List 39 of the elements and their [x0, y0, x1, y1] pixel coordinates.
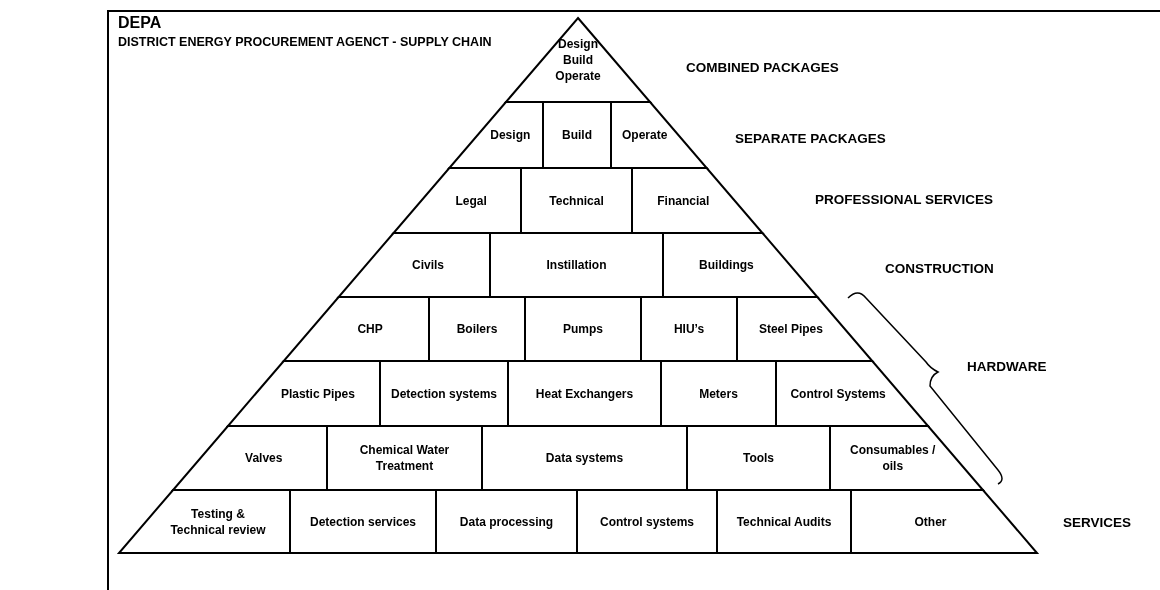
cell-label: Other	[914, 513, 947, 530]
cell-label: Consumables / oils	[849, 442, 937, 474]
cell-label: Financial	[657, 192, 710, 209]
tier-label: SEPARATE PACKAGES	[735, 130, 886, 146]
cell-label: Valves	[245, 450, 283, 466]
cell-label: Data systems	[545, 450, 624, 466]
tier-label: COMBINED PACKAGES	[686, 59, 839, 75]
tier-label: HARDWARE	[967, 358, 1047, 374]
cell-label: Technical Audits	[736, 513, 832, 530]
cell-label: Buildings	[699, 257, 754, 273]
cell-label: Build	[562, 127, 592, 143]
cell-label: Design Build Operate	[554, 36, 602, 84]
cell-label: HIU’s	[673, 321, 705, 337]
tier-label: CONSTRUCTION	[885, 260, 994, 276]
cell-label: CHP	[357, 321, 383, 337]
cell-label: Pumps	[563, 321, 603, 337]
title: DEPA	[118, 14, 162, 32]
cell-label: Boilers	[456, 321, 498, 337]
cell-label: Technical	[549, 192, 604, 209]
tier-label: PROFESSIONAL SERVICES	[815, 191, 994, 207]
cell-label: Control Systems	[790, 385, 886, 402]
subtitle: DISTRICT ENERGY PROCUREMENT AGENCT - SUPPLY CHAIN	[118, 35, 492, 49]
cell-label: Civils	[412, 257, 445, 273]
tier-label: SERVICES	[1063, 514, 1132, 530]
cell-label: Chemical Water Treatment	[358, 442, 451, 474]
cell-label: Control systems	[600, 513, 694, 530]
cell-label: Data processing	[459, 513, 554, 530]
cell-label: Instillation	[546, 257, 607, 273]
cell-label: Operate	[622, 127, 668, 143]
cell-label: Steel Pipes	[758, 321, 823, 337]
cell-label: Design	[490, 127, 531, 143]
cell-label: Detection systems	[390, 385, 497, 402]
cell-label: Meters	[699, 385, 738, 402]
cell-label: Detection services	[309, 513, 417, 530]
cell-label: Heat Exchangers	[535, 385, 634, 402]
cell-label: Legal	[455, 192, 487, 209]
cell-label: Plastic Pipes	[280, 385, 355, 402]
cell-label: Tools	[742, 450, 775, 466]
cell-label: Testing & Technical review	[169, 505, 267, 538]
